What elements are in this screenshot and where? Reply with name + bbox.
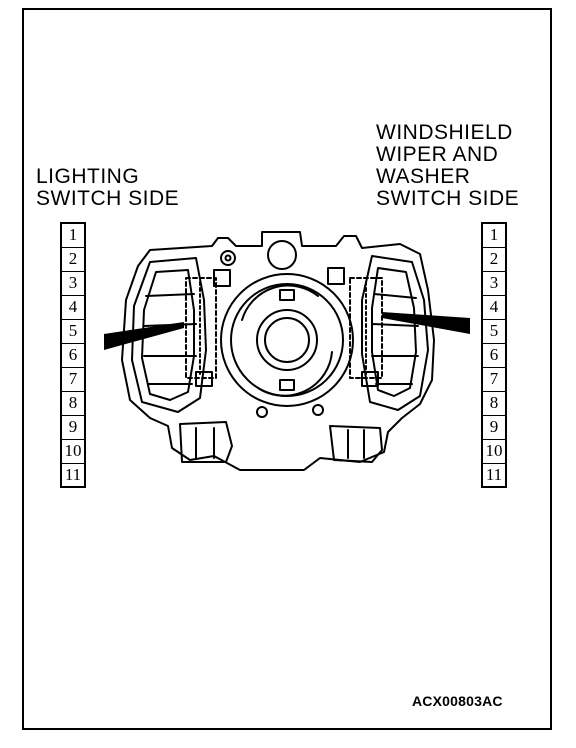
lighting-switch-side-label: LIGHTING SWITCH SIDE [36,165,180,210]
lighting-pin-3: 3 [62,272,84,296]
lighting-pin-7: 7 [62,368,84,392]
wiper-pin-5: 5 [483,320,505,344]
lighting-pin-5: 5 [62,320,84,344]
wiper-washer-switch-side-label: WINDSHIELD WIPER AND WASHER SWITCH SIDE [376,121,520,210]
diagram-frame [22,8,552,730]
lighting-pin-10: 10 [62,440,84,464]
lighting-pin-8: 8 [62,392,84,416]
left-pointer-arrow [104,322,184,350]
steering-shaft-hole [256,309,318,371]
lighting-pin-6: 6 [62,344,84,368]
wiper-pin-2: 2 [483,248,505,272]
wiper-pin-8: 8 [483,392,505,416]
wiper-pin-7: 7 [483,368,505,392]
wiper-pin-11: 11 [485,465,503,484]
wiper-pin-9: 9 [483,416,505,440]
figure-code: ACX00803AC [412,693,503,709]
lighting-pin-4: 4 [62,296,84,320]
wiper-pin-6: 6 [483,344,505,368]
lighting-pin-1: 1 [62,224,84,248]
wiper-pin-1: 1 [483,224,505,248]
left-connector-outline [185,277,217,379]
right-connector-outline [349,277,383,379]
wiper-pin-10: 10 [483,440,505,464]
lighting-pin-11: 11 [64,465,82,484]
switch-body-outline [121,231,435,471]
wiper-pin-4: 4 [483,296,505,320]
clock-spring-outer-ring [220,273,354,407]
right-switch-housing [361,255,429,411]
lighting-pin-9: 9 [62,416,84,440]
lighting-pin-2: 2 [62,248,84,272]
right-pointer-arrow [382,312,470,334]
wiper-pin-3: 3 [483,272,505,296]
